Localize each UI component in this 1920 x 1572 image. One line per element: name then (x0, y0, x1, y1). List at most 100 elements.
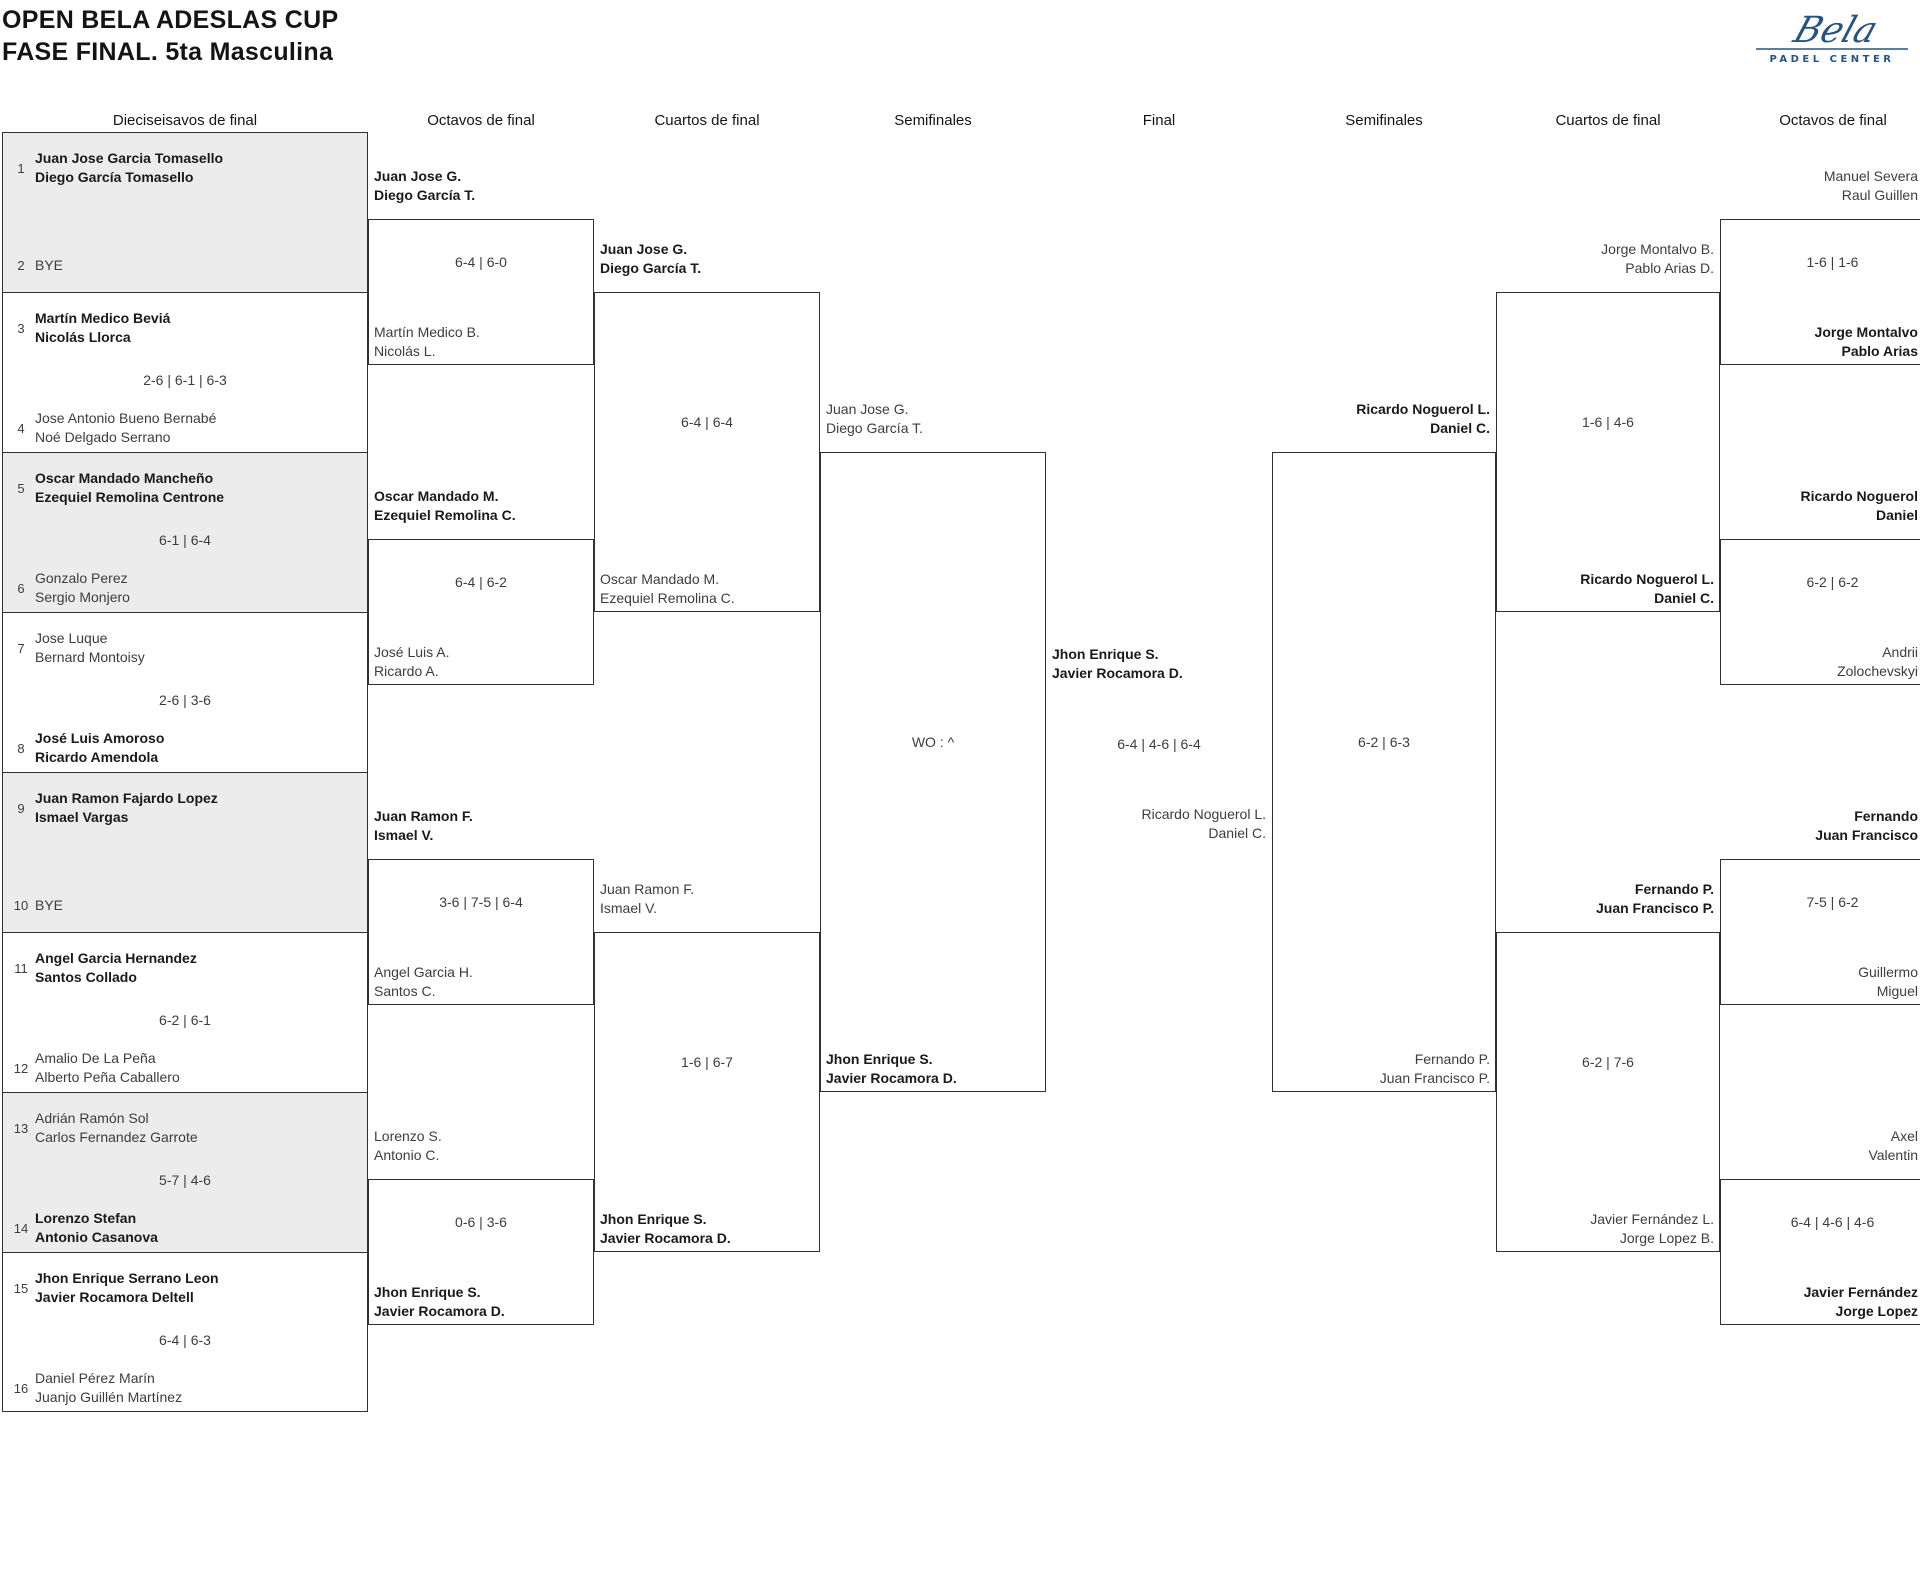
team-label: Jorge Montalvo B.Pablo Arias D. (1601, 241, 1714, 276)
seed-number: 7 (17, 640, 25, 656)
team-label: Juan Jose G.Diego García T. (826, 401, 924, 436)
team-label-final-left: Jhon Enrique S.Javier Rocamora D. (1052, 646, 1183, 681)
match-box-sf-right (1272, 452, 1496, 1092)
score-label: 1-6 | 4-6 (1582, 414, 1634, 430)
logo-graphic: Bela PADEL CENTER (1756, 9, 1908, 65)
round-header-qf-right: Cuartos de final (1555, 112, 1661, 129)
team-label: Fernando P.Juan Francisco P. (1595, 881, 1714, 916)
seed-number: 13 (13, 1120, 29, 1136)
score-label: 6-4 | 6-4 (681, 414, 733, 430)
seed-number: 5 (17, 480, 25, 496)
team-label: Jhon Enrique S.Javier Rocamora D. (600, 1211, 731, 1246)
seed-number: 1 (17, 160, 25, 176)
score-label: 6-2 | 6-1 (159, 1012, 211, 1028)
tournament-title-line1: OPEN BELA ADESLAS CUP (2, 6, 339, 34)
seed-number: 11 (14, 960, 28, 976)
team-label: José Luis A.Ricardo A. (374, 644, 450, 679)
team-label: Javier Fernández L.Jorge Lopez B. (1590, 1211, 1714, 1246)
team-label: Ricardo Noguerol L.Daniel C. (1580, 571, 1714, 606)
match-box-r16-right-4 (1720, 1179, 1920, 1325)
team-label: Jhon Enrique S.Javier Rocamora D. (826, 1051, 957, 1086)
seed-number: 14 (13, 1220, 29, 1236)
score-label: 2-6 | 6-1 | 6-3 (143, 372, 227, 388)
team-label: Martín Medico B.Nicolás L. (374, 324, 480, 359)
score-label: WO : ^ (911, 734, 955, 750)
team-label: Juan Jose G.Diego García T. (374, 168, 476, 203)
round-header-sf-left: Semifinales (894, 112, 972, 129)
seed-number: 8 (17, 740, 25, 756)
score-label: 6-4 | 4-6 | 4-6 (1790, 1214, 1875, 1230)
bela-padel-center-logo: Bela PADEL CENTER (1752, 4, 1912, 65)
seed-number: 16 (13, 1380, 29, 1396)
score-label: 3-6 | 7-5 | 6-4 (439, 894, 523, 910)
team-label: Oscar Mandado M.Ezequiel Remolina C. (600, 571, 735, 606)
team-label: Lorenzo S.Antonio C. (374, 1128, 442, 1163)
seed-number: 15 (13, 1280, 29, 1296)
match-box-r16-right-3 (1720, 859, 1920, 1005)
score-label: 2-6 | 3-6 (159, 692, 211, 708)
match-box-r16-left-1 (368, 219, 594, 365)
team-label: Angel Garcia H.Santos C. (374, 964, 473, 999)
seed-number: 6 (17, 580, 25, 596)
team-label: Ricardo Noguerol L.Daniel C. (1356, 401, 1490, 436)
round-header-r32-left: Dieciseisavos de final (112, 112, 258, 129)
seed-number: 3 (17, 320, 25, 336)
seed-number: 9 (17, 800, 25, 816)
score-label: 6-4 | 6-2 (455, 574, 507, 590)
score-label: 6-4 | 6-0 (455, 254, 507, 270)
match-box-sf-left (820, 452, 1046, 1092)
score-label: 0-6 | 3-6 (455, 1214, 507, 1230)
team-label: Juan Ramon F.Ismael V. (600, 881, 695, 916)
score-label: 1-6 | 1-6 (1806, 254, 1859, 270)
match-box-qf-left-1 (594, 292, 820, 612)
match-box-r16-left-4 (368, 1179, 594, 1325)
team-label: BYE (35, 257, 64, 273)
team-label: Fernando P.Juan Francisco P. (1379, 1051, 1490, 1086)
match-box-r16-right-2 (1720, 539, 1920, 685)
match-box-r16-left-3 (368, 859, 594, 1005)
seed-number: 12 (13, 1060, 29, 1076)
score-label: 6-1 | 6-4 (159, 532, 211, 548)
seed-number: 2 (17, 258, 25, 273)
match-box-r16-right-1 (1720, 219, 1920, 365)
round-header-sf-right: Semifinales (1345, 112, 1423, 129)
match-box-qf-left-2 (594, 932, 820, 1252)
score-label: 6-2 | 6-2 (1806, 574, 1859, 590)
score-label: 1-6 | 6-7 (681, 1054, 733, 1070)
team-label: Juan Jose G.Diego García T. (600, 241, 702, 276)
round-header-final: Final (1142, 112, 1176, 129)
team-label-final-right: Ricardo Noguerol L.Daniel C. (1141, 806, 1266, 841)
team-label: Juan Ramon F.Ismael V. (374, 808, 473, 843)
score-label: 6-2 | 6-3 (1358, 734, 1410, 750)
score-label: 7-5 | 6-2 (1806, 894, 1859, 910)
seed-number: 10 (13, 898, 29, 913)
round-header-r16-right: Octavos de final (1779, 112, 1887, 129)
score-label-final: 6-4 | 4-6 | 6-4 (1117, 736, 1201, 752)
team-label: Oscar Mandado M.Ezequiel Remolina C. (374, 488, 516, 523)
score-label: 5-7 | 4-6 (159, 1172, 211, 1188)
